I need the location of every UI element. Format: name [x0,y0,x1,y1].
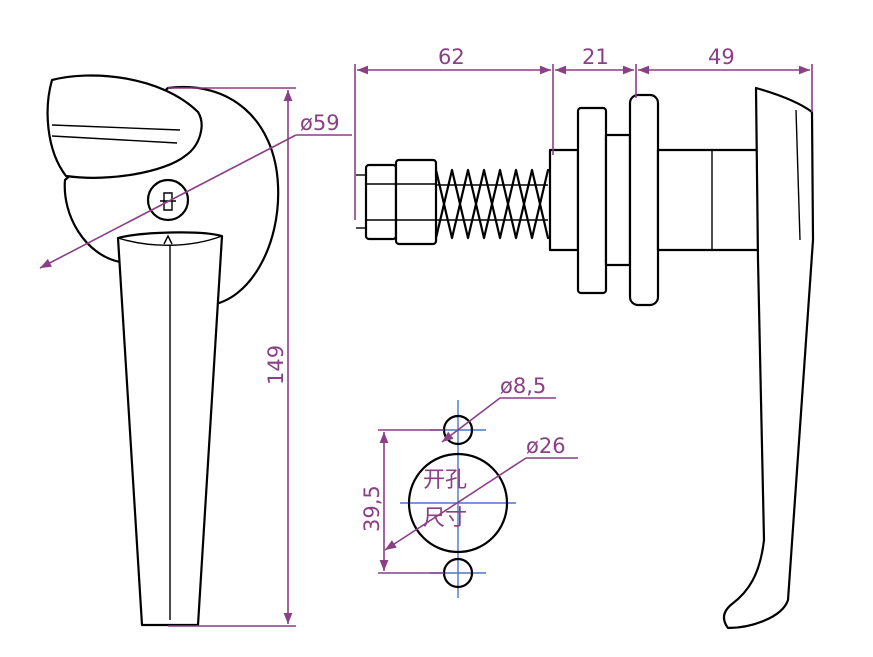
cutout-label-line1: 开孔 [423,468,467,493]
dim-dia59-label: ø59 [300,111,340,135]
cap-top [46,74,203,179]
dim-21-label: 21 [582,45,609,69]
flange-disc [63,85,280,307]
cap-slot [51,124,181,131]
spring [434,168,550,240]
dim-49-label: 49 [708,45,735,69]
flange-plate [628,93,660,307]
side-handle [722,86,815,630]
cap-slot-2 [51,135,178,144]
hex-nut-2 [394,158,438,246]
shaft [656,148,760,252]
handle-shoulder [117,235,223,246]
large-hole [407,452,509,554]
cutout-label-line2: 尺寸 [423,506,467,531]
barrel [548,148,580,252]
dim-dia8-label: ø8,5 [500,374,546,398]
dim-62-label: 62 [438,45,465,69]
washer [576,106,608,295]
front-view: ø59 149 [39,74,352,627]
hex-nut [364,163,398,241]
dim-149-label: 149 [264,345,288,385]
arrow-mark-icon [163,234,173,245]
dim-dia26-line [384,457,527,551]
dim-dia59-line [39,134,297,269]
dim-dia8-line [441,397,501,443]
side-view: 62 21 49 [354,45,815,630]
dim-39-label: 39,5 [360,485,384,532]
lock-cylinder [146,178,190,222]
dim-dia26-label: ø26 [526,434,566,458]
cutout-view: 开孔 尺寸 ø8,5 ø26 39,5 [360,374,578,598]
